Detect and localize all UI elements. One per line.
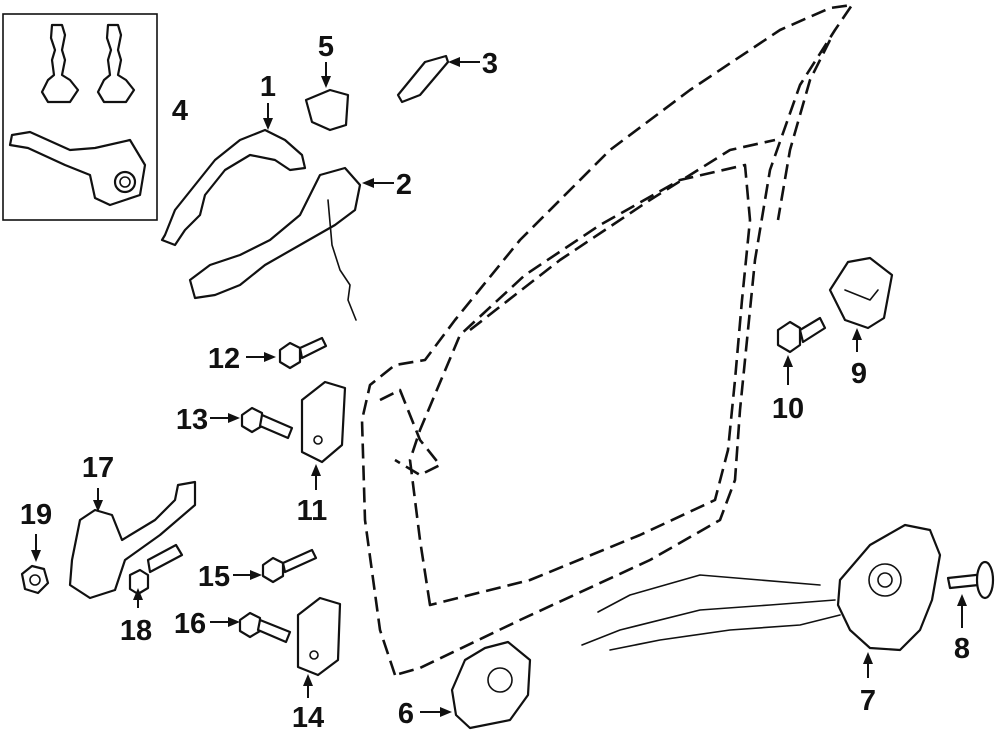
nut-19 xyxy=(20,564,50,595)
callout-labels: 1 2 3 4 5 6 7 8 9 10 11 12 13 14 15 16 1… xyxy=(20,31,970,732)
bolt-16 xyxy=(238,611,292,644)
bolt-13 xyxy=(240,406,294,440)
door-lock-actuator xyxy=(581,523,942,652)
callout-7: 7 xyxy=(860,685,876,717)
callout-1: 1 xyxy=(260,71,276,103)
callout-19: 19 xyxy=(20,499,52,531)
leader-arrows xyxy=(31,57,967,717)
callout-3: 3 xyxy=(482,48,498,80)
upper-hinge xyxy=(300,380,347,464)
callout-11: 11 xyxy=(297,495,328,527)
key-cylinder-kit-box xyxy=(2,13,158,221)
striker-bolt xyxy=(946,560,995,600)
lock-cylinder xyxy=(8,130,147,207)
callout-10: 10 xyxy=(772,393,804,425)
handle-pad xyxy=(396,54,450,104)
striker-screw xyxy=(776,316,827,354)
door-check xyxy=(68,480,197,600)
callout-12: 12 xyxy=(208,343,240,375)
callout-15: 15 xyxy=(198,561,230,593)
bolt-12 xyxy=(278,336,328,370)
callout-14: 14 xyxy=(292,702,324,732)
callout-8: 8 xyxy=(954,633,970,665)
key-blank-left xyxy=(40,23,80,104)
callout-6: 6 xyxy=(398,698,414,730)
callout-4: 4 xyxy=(172,95,188,127)
latch-cover xyxy=(450,640,532,730)
callout-16: 16 xyxy=(174,608,206,640)
bolt-15 xyxy=(261,548,318,584)
key-blank-right xyxy=(96,23,136,104)
callout-18: 18 xyxy=(120,615,152,647)
handle-cover xyxy=(160,128,307,247)
callout-9: 9 xyxy=(851,358,867,390)
callout-13: 13 xyxy=(176,404,208,436)
bolt-18 xyxy=(128,543,184,596)
lower-hinge xyxy=(296,596,342,677)
outside-handle-bracket xyxy=(188,166,362,321)
door-frame-outline xyxy=(360,3,854,677)
callout-2: 2 xyxy=(396,169,412,201)
striker-plate xyxy=(828,256,894,330)
callout-17: 17 xyxy=(82,452,114,484)
handle-clip xyxy=(304,88,350,132)
callout-5: 5 xyxy=(318,31,334,63)
